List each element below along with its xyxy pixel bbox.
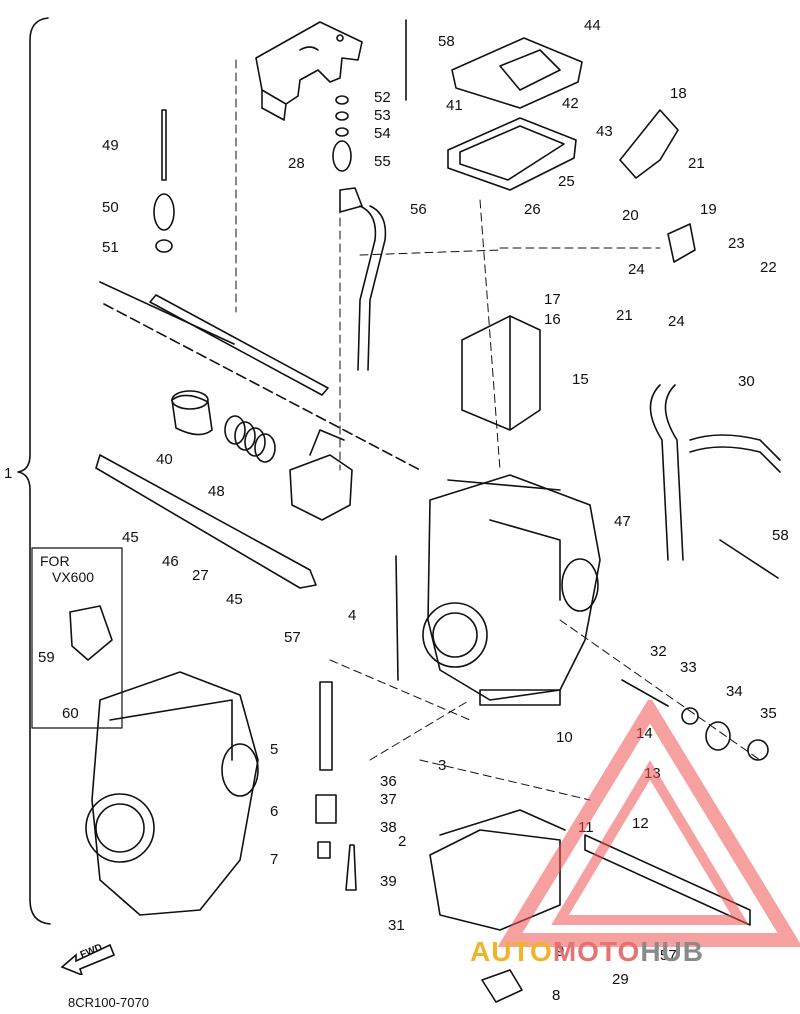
- watermark-word-auto: AUTO: [470, 936, 553, 967]
- callout-35: 35: [760, 705, 777, 722]
- callout-32: 32: [650, 643, 667, 660]
- callout-34: 34: [726, 683, 743, 700]
- callout-7: 7: [270, 851, 279, 868]
- callout-59: 59: [38, 649, 55, 666]
- callout-42: 42: [562, 95, 579, 112]
- callout-58b: 58: [772, 527, 789, 544]
- callout-54: 54: [374, 125, 391, 142]
- callout-6: 6: [270, 803, 279, 820]
- callout-57b: 57: [660, 947, 677, 964]
- callout-18: 18: [670, 85, 687, 102]
- callout-48: 48: [208, 483, 225, 500]
- float-bowl-part: [429, 829, 561, 931]
- coil-spring-part: [224, 415, 276, 463]
- throttle-shaft-part: [149, 294, 329, 396]
- top-cover-part: [451, 37, 583, 109]
- float-part: [461, 315, 541, 431]
- gasket-part: [447, 117, 577, 191]
- jet-needle-part: [395, 555, 399, 681]
- bracket-plate-part: [255, 21, 363, 121]
- pulley-housing-part: [289, 454, 353, 521]
- callout-10: 10: [556, 729, 573, 746]
- callout-45b: 45: [226, 591, 243, 608]
- callout-12: 12: [632, 815, 649, 832]
- callout-8: 8: [552, 987, 561, 1004]
- mount-bracket-part: [584, 834, 751, 926]
- assembly-guide-lines: [235, 59, 761, 801]
- callout-23: 23: [728, 235, 745, 252]
- callout-21b: 21: [616, 307, 633, 324]
- callout-20: 20: [622, 207, 639, 224]
- callout-4: 4: [348, 607, 357, 624]
- variant-note-line1: FOR: [40, 553, 70, 569]
- watermark-text: AUTOMOTOHUB: [470, 936, 704, 968]
- callout-49: 49: [102, 137, 119, 154]
- callout-31: 31: [388, 917, 405, 934]
- link-bar-part: [95, 454, 317, 589]
- callout-28: 28: [288, 155, 305, 172]
- callout-24a: 24: [628, 261, 645, 278]
- drain-plug-part: [481, 969, 523, 1003]
- callout-1: 1: [4, 465, 13, 482]
- callout-16: 16: [544, 311, 561, 328]
- callout-60: 60: [62, 705, 79, 722]
- callout-22: 22: [760, 259, 777, 276]
- callout-41: 41: [446, 97, 463, 114]
- callout-44: 44: [584, 17, 601, 34]
- callout-56: 56: [410, 201, 427, 218]
- callout-50: 50: [102, 199, 119, 216]
- callout-46: 46: [162, 553, 179, 570]
- callout-3: 3: [438, 757, 447, 774]
- hose-part: [357, 205, 377, 371]
- callout-47: 47: [614, 513, 631, 530]
- callout-38: 38: [380, 819, 397, 836]
- carburetor-body-main: [422, 474, 601, 706]
- callout-36: 36: [380, 773, 397, 790]
- callout-37: 37: [380, 791, 397, 808]
- callout-27: 27: [192, 567, 209, 584]
- callout-52: 52: [374, 89, 391, 106]
- carburetor-body-secondary: [85, 671, 259, 916]
- callout-39: 39: [380, 873, 397, 890]
- watermark-word-moto: MOTO: [552, 936, 641, 967]
- callout-30: 30: [738, 373, 755, 390]
- variant-note-line2: VX600: [52, 569, 95, 585]
- vent-pipe-part: [649, 384, 669, 561]
- callout-55: 55: [374, 153, 391, 170]
- forward-arrow-icon: [60, 943, 116, 975]
- callout-40: 40: [156, 451, 173, 468]
- collar-part: [171, 394, 213, 436]
- callout-58a: 58: [438, 33, 455, 50]
- callout-25: 25: [558, 173, 575, 190]
- callout-9: 9: [556, 943, 565, 960]
- watermark-word-hub: HUB: [640, 936, 704, 967]
- assembly-bracket: [17, 17, 51, 925]
- watermark-logo-icon: [497, 700, 800, 947]
- callout-51: 51: [102, 239, 119, 256]
- callout-19: 19: [700, 201, 717, 218]
- plunger-screw-part: [161, 109, 167, 181]
- callout-57a: 57: [284, 629, 301, 646]
- callout-5: 5: [270, 741, 279, 758]
- drawing-code: 8CR100-7070: [68, 995, 149, 1010]
- callout-21a: 21: [688, 155, 705, 172]
- callout-29: 29: [612, 971, 629, 988]
- callout-2: 2: [398, 833, 407, 850]
- callout-33: 33: [680, 659, 697, 676]
- variant-box: [31, 547, 123, 729]
- callout-26: 26: [524, 201, 541, 218]
- callout-53: 53: [374, 107, 391, 124]
- callout-45a: 45: [122, 529, 139, 546]
- callout-15: 15: [572, 371, 589, 388]
- callout-43: 43: [596, 123, 613, 140]
- callout-24b: 24: [668, 313, 685, 330]
- callout-17: 17: [544, 291, 561, 308]
